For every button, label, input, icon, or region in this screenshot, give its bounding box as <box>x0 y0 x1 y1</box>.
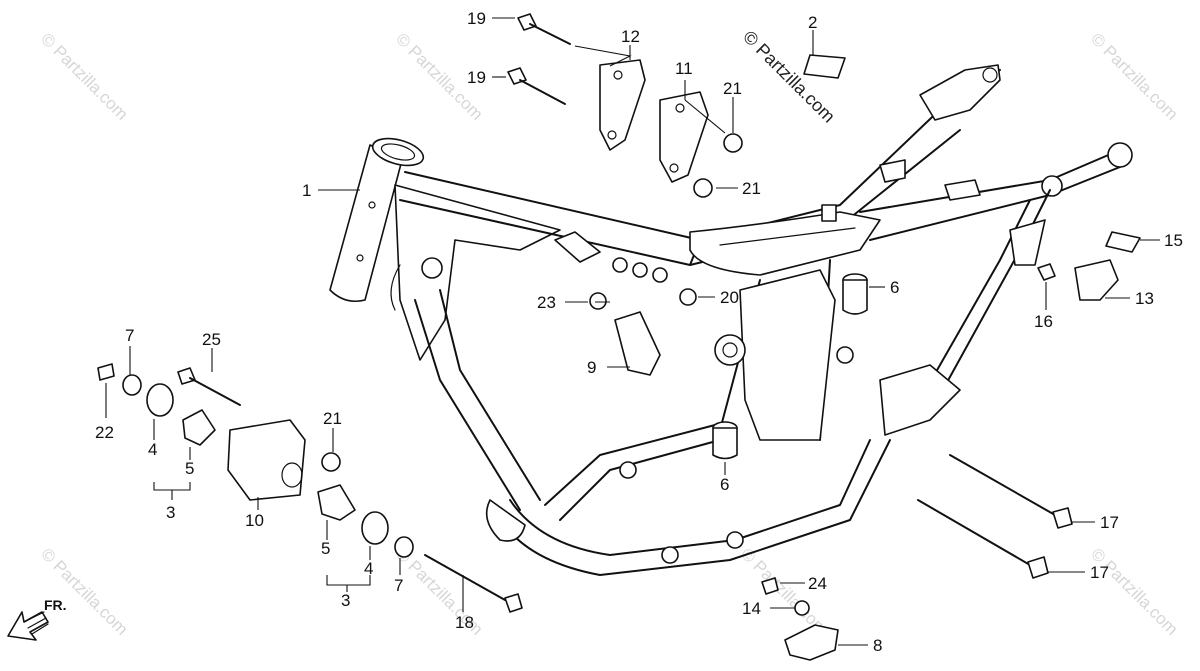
callout-9: 9 <box>587 358 596 377</box>
callout-4-left: 4 <box>148 440 157 459</box>
callout-4-right: 4 <box>364 559 373 578</box>
callout-22: 22 <box>95 423 114 442</box>
callout-2: 2 <box>808 13 817 32</box>
bolt-19-lower <box>507 67 566 105</box>
bracket-11 <box>659 91 709 183</box>
collar-7-left <box>122 374 142 396</box>
clamp-8 <box>784 624 839 661</box>
front-arrow-icon <box>7 611 49 641</box>
callout-12: 12 <box>621 27 640 46</box>
callout-21-b: 21 <box>742 179 761 198</box>
callout-1: 1 <box>302 181 311 200</box>
clamp-13 <box>1074 259 1119 301</box>
bolt-16 <box>1037 263 1056 281</box>
mount-10 <box>227 419 306 501</box>
bracket-12 <box>599 59 646 151</box>
callout-11: 11 <box>675 59 693 78</box>
callout-19-upper: 19 <box>467 9 486 28</box>
callout-16: 16 <box>1034 312 1053 331</box>
callout-5-left: 5 <box>185 459 194 478</box>
collar-6-lower <box>712 421 738 460</box>
callout-3-right: 3 <box>341 591 350 610</box>
callout-10: 10 <box>245 511 264 530</box>
rubber-4-left <box>146 383 174 417</box>
callout-19-lower: 19 <box>467 68 486 87</box>
nut-21-a <box>723 133 743 153</box>
callout-5-right: 5 <box>321 539 330 558</box>
nut-21-c <box>321 452 341 472</box>
main-frame-drawing <box>329 64 1133 576</box>
callout-15: 15 <box>1164 231 1183 250</box>
bolt-17-lower <box>917 499 1049 579</box>
callout-18: 18 <box>455 613 474 632</box>
rubber-4-right <box>361 511 389 545</box>
washer-14 <box>794 600 810 616</box>
callout-21-a: 21 <box>723 79 742 98</box>
bracket-9 <box>614 311 661 376</box>
front-direction-indicator: FR. <box>7 597 67 641</box>
callout-7-right: 7 <box>394 576 403 595</box>
bolt-18 <box>424 554 523 613</box>
watermark: © Partzilla.com <box>37 544 131 638</box>
callout-23: 23 <box>537 293 556 312</box>
callout-17-upper: 17 <box>1100 513 1119 532</box>
plate-2 <box>803 54 846 79</box>
collar-7-right <box>394 536 414 558</box>
watermark: © Partzilla.com <box>1087 544 1181 638</box>
bush-5-right <box>317 484 356 521</box>
bolt-25 <box>177 367 241 406</box>
bolt-24 <box>761 577 779 595</box>
callout-21-c: 21 <box>323 409 342 428</box>
sticker-15 <box>1105 231 1141 253</box>
callout-3-left: 3 <box>166 503 175 522</box>
watermark: © Partzilla.com <box>37 29 131 123</box>
front-label: FR. <box>44 597 67 613</box>
callout-24: 24 <box>808 574 827 593</box>
callout-8: 8 <box>873 636 882 655</box>
callout-25: 25 <box>202 330 221 349</box>
watermark: © Partzilla.com <box>1087 29 1181 123</box>
callout-20: 20 <box>720 288 739 307</box>
loose-parts-drawing <box>97 13 1141 661</box>
bush-5-left <box>182 409 216 446</box>
callout-6-lower: 6 <box>720 475 729 494</box>
callouts: 1 2 3 3 4 4 5 5 6 6 7 7 8 9 10 11 12 13 … <box>95 9 1183 655</box>
nut-21-b <box>693 178 713 198</box>
nut-22 <box>97 363 115 381</box>
leader-lines <box>105 17 1160 646</box>
callout-6-upper: 6 <box>890 278 899 297</box>
collar-6-upper <box>842 273 868 315</box>
bolt-23 <box>589 292 607 310</box>
callout-14: 14 <box>742 599 761 618</box>
bolt-19-upper <box>517 13 571 45</box>
bolt-17-upper <box>949 454 1073 529</box>
callout-17-lower: 17 <box>1090 563 1109 582</box>
callout-7-left: 7 <box>125 326 134 345</box>
nut-20 <box>679 288 697 306</box>
callout-13: 13 <box>1135 289 1154 308</box>
